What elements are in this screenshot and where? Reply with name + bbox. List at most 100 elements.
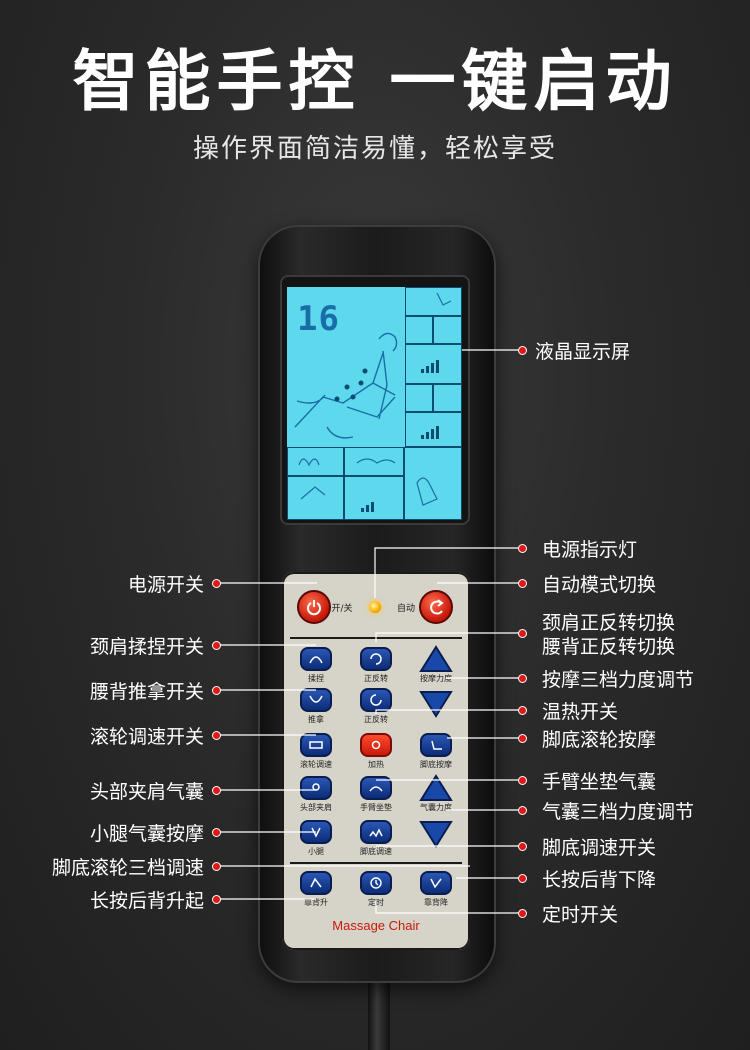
knead-button[interactable]	[300, 647, 332, 671]
annotation-neck-fwd-rev: 颈肩正反转切换	[542, 612, 676, 634]
refresh-icon	[430, 599, 444, 615]
airbag-strength-label: 气囊力度	[420, 803, 452, 812]
page-title: 智能手控 一键启动	[72, 43, 678, 120]
annotation-back-fwd-rev: 腰背正反转切换	[542, 636, 676, 658]
arm-icon	[369, 786, 383, 792]
strength-label: 按摩力度	[420, 674, 452, 683]
back-push-button[interactable]	[300, 688, 332, 712]
page-subtitle: 操作界面简洁易懂，轻松享受	[192, 134, 557, 164]
timer-button[interactable]	[360, 871, 392, 895]
roller-speed-button[interactable]	[300, 733, 332, 757]
lcd-cell	[405, 411, 462, 447]
lcd-cell	[403, 447, 462, 520]
airbag-down-icon[interactable]	[419, 820, 453, 848]
airbag-up-icon[interactable]	[419, 774, 453, 802]
foot-speed-button[interactable]	[360, 820, 392, 844]
foot-massage-label: 脚底按摩	[420, 760, 452, 769]
power-button[interactable]	[297, 590, 331, 624]
head-shoulder-label: 头部夹肩	[300, 803, 332, 812]
callout-dot	[518, 842, 527, 851]
neck-rotation-label: 正反转	[364, 674, 388, 683]
heat-button[interactable]	[360, 733, 392, 757]
strength-up-icon[interactable]	[419, 645, 453, 673]
annotation-airbag-strength: 气囊三档力度调节	[542, 801, 695, 823]
annotation-arm-airbag: 手臂坐垫气囊	[542, 771, 657, 793]
auto-mode-button[interactable]	[419, 590, 453, 624]
callout-dot	[212, 862, 221, 871]
sun-icon	[371, 740, 381, 750]
lcd-cell	[432, 315, 462, 345]
callout-dot	[518, 909, 527, 918]
back-rotation-label: 正反转	[364, 715, 388, 724]
back-up-label: 靠背升	[304, 898, 328, 907]
lcd-chair-graphic	[294, 292, 452, 512]
callout-dot	[212, 786, 221, 795]
auto-label: 自动	[396, 604, 415, 614]
callout-dot	[212, 579, 221, 588]
callout-dot	[212, 641, 221, 650]
foot-speed-label: 脚底调速	[360, 847, 392, 856]
annotation-heat: 温热开关	[542, 701, 619, 723]
callout-dot	[518, 806, 527, 815]
lcd-cell	[343, 475, 405, 520]
arm-cushion-label: 手臂坐垫	[360, 803, 392, 812]
annotation-power-led: 电源指示灯	[542, 539, 638, 561]
lcd-cell	[405, 315, 434, 345]
lcd-cell	[287, 447, 345, 477]
lcd-cell	[405, 383, 434, 413]
callout-dot	[518, 544, 527, 553]
callout-dot	[518, 346, 527, 355]
callout-dot	[212, 895, 221, 904]
annotation-head-airbag: 头部夹肩气囊	[89, 781, 204, 803]
annotation-back-down: 长按后背下降	[542, 869, 657, 891]
annotation-lcd: 液晶显示屏	[535, 341, 631, 363]
callout-dot	[518, 734, 527, 743]
callout-dot	[212, 731, 221, 740]
lcd-cell	[287, 475, 345, 520]
heat-label: 加热	[368, 760, 384, 769]
annotation-foot-roller: 脚底滚轮按摩	[542, 729, 657, 751]
recline-up-icon	[310, 877, 322, 888]
power-led	[369, 601, 381, 613]
foot-speed-icon	[369, 828, 383, 838]
annotation-roller-speed: 滚轮调速开关	[89, 726, 204, 748]
power-icon	[307, 600, 321, 616]
annotation-foot-speed: 脚底调速开关	[542, 837, 657, 859]
foot-icon	[431, 740, 442, 750]
roller-speed-label: 滚轮调速	[300, 760, 332, 769]
callout-dot	[518, 579, 527, 588]
brand-label: Massage Chair	[332, 918, 420, 933]
calf-icon	[311, 827, 321, 838]
annotation-auto-mode: 自动模式切换	[542, 574, 657, 596]
rotate-icon	[370, 694, 382, 706]
callout-dot	[518, 776, 527, 785]
callout-dot	[212, 828, 221, 837]
callout-dot	[518, 706, 527, 715]
callout-dot	[518, 629, 527, 638]
annotation-power-switch: 电源开关	[127, 574, 204, 596]
push-label: 推拿	[308, 715, 324, 724]
annotation-back-push: 腰背推拿开关	[89, 681, 204, 703]
recline-down-icon	[430, 878, 442, 889]
lcd-cell	[343, 447, 405, 477]
annotation-foot-roller-3: 脚底滚轮三档调速	[51, 857, 204, 879]
annotation-strength-3: 按摩三档力度调节	[542, 669, 695, 691]
strength-down-icon[interactable]	[419, 690, 453, 718]
callout-dot	[518, 674, 527, 683]
neck-rotation-button[interactable]	[360, 647, 392, 671]
switch-label: 开/关	[331, 604, 353, 614]
back-up-button[interactable]	[300, 871, 332, 895]
roller-icon	[309, 741, 323, 749]
callout-dot	[212, 686, 221, 695]
lcd-digits: 16	[297, 299, 340, 339]
clock-icon	[370, 877, 382, 889]
annotation-calf-airbag: 小腿气囊按摩	[89, 823, 204, 845]
head-shoulder-button[interactable]	[300, 776, 332, 800]
back-down-label: 靠背降	[424, 898, 448, 907]
calf-label: 小腿	[308, 847, 324, 856]
foot-massage-button[interactable]	[420, 733, 452, 757]
lcd-screen: 16	[287, 287, 462, 520]
back-down-button[interactable]	[420, 871, 452, 895]
annotation-back-up: 长按后背升起	[89, 890, 204, 912]
